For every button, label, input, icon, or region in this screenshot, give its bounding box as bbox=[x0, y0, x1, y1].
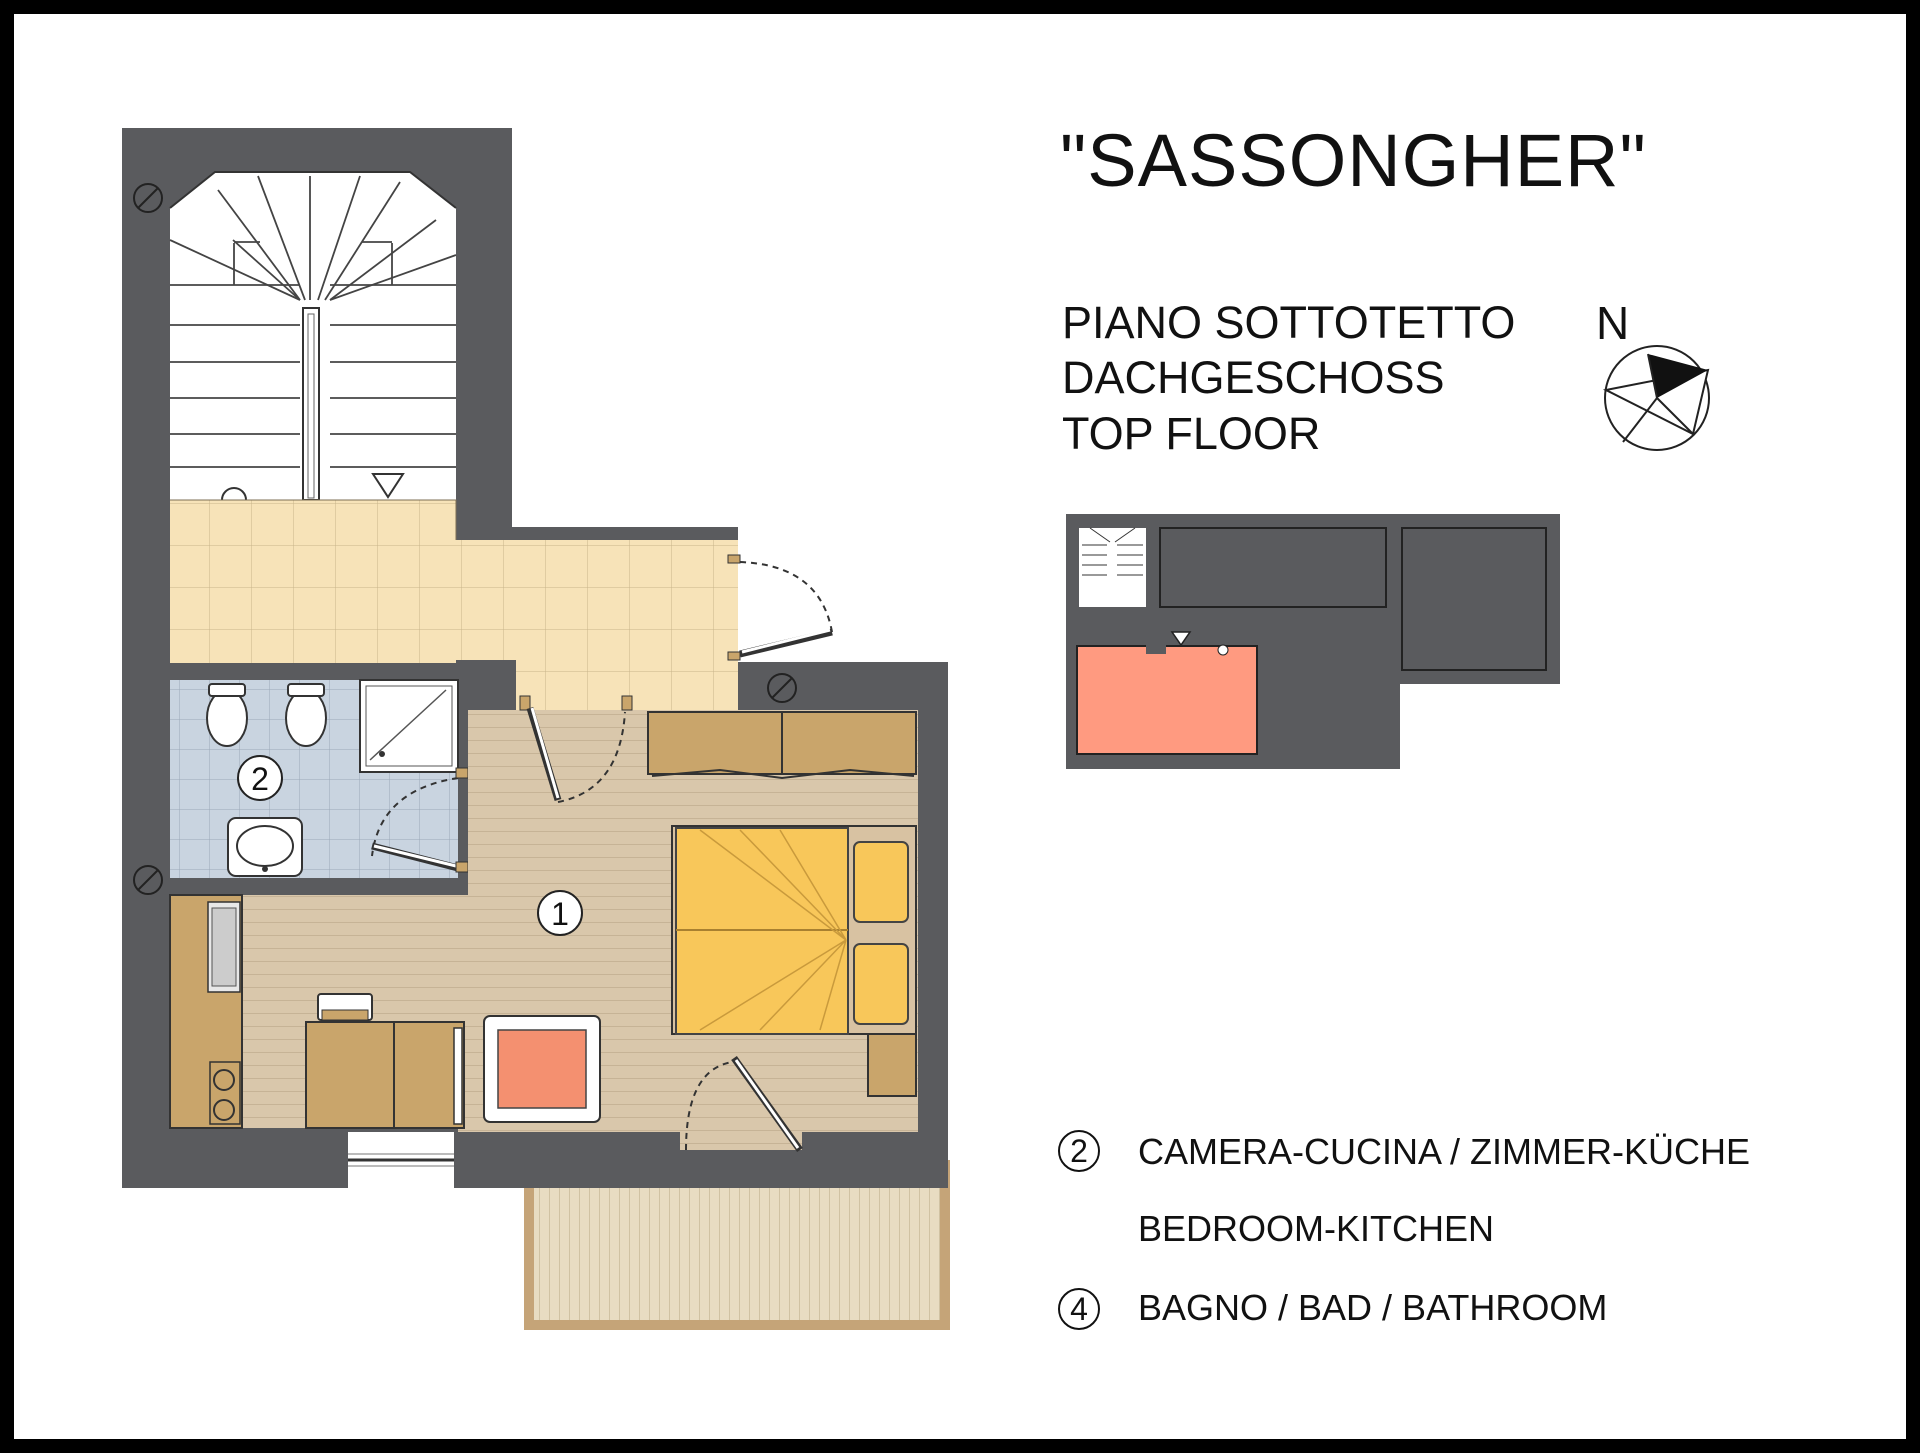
armchair bbox=[483, 1015, 601, 1123]
wardrobe bbox=[647, 711, 917, 780]
kitchen bbox=[169, 894, 243, 1129]
north-label: N bbox=[1596, 297, 1630, 349]
window bbox=[348, 1132, 454, 1188]
stairwell bbox=[169, 171, 457, 513]
room-2-marker: 2 bbox=[237, 755, 283, 801]
balcony-door bbox=[685, 1055, 803, 1153]
floor-name-en: TOP FLOOR bbox=[1062, 408, 1321, 459]
legend-text-bedroom-kitchen: CAMERA-CUCINA / ZIMMER-KÜCHE bbox=[1138, 1131, 1751, 1172]
chimney-markers bbox=[133, 183, 797, 895]
bed bbox=[671, 825, 917, 1097]
legend-number-2: 2 bbox=[1058, 1130, 1100, 1172]
dining-table bbox=[305, 993, 465, 1129]
bathroom bbox=[170, 679, 469, 878]
legend-text-bathroom: BAGNO / BAD / BATHROOM bbox=[1138, 1287, 1608, 1328]
legend-text-bedroom-kitchen-en: BEDROOM-KITCHEN bbox=[1138, 1208, 1495, 1249]
room-1-marker: 1 bbox=[537, 890, 583, 936]
entrance-door bbox=[727, 554, 833, 661]
legend-number-4: 4 bbox=[1058, 1288, 1100, 1330]
floor-name-it: PIANO SOTTOTETTO bbox=[1062, 297, 1516, 348]
plan-title: "SASSONGHER" bbox=[1060, 119, 1647, 202]
room-door bbox=[519, 695, 633, 803]
room-2-number: 2 bbox=[251, 761, 269, 797]
room-1-number: 1 bbox=[551, 896, 569, 932]
north-arrow-icon bbox=[1602, 345, 1710, 451]
floor-name-de: DACHGESCHOSS bbox=[1062, 352, 1445, 403]
key-plan bbox=[1066, 514, 1560, 769]
